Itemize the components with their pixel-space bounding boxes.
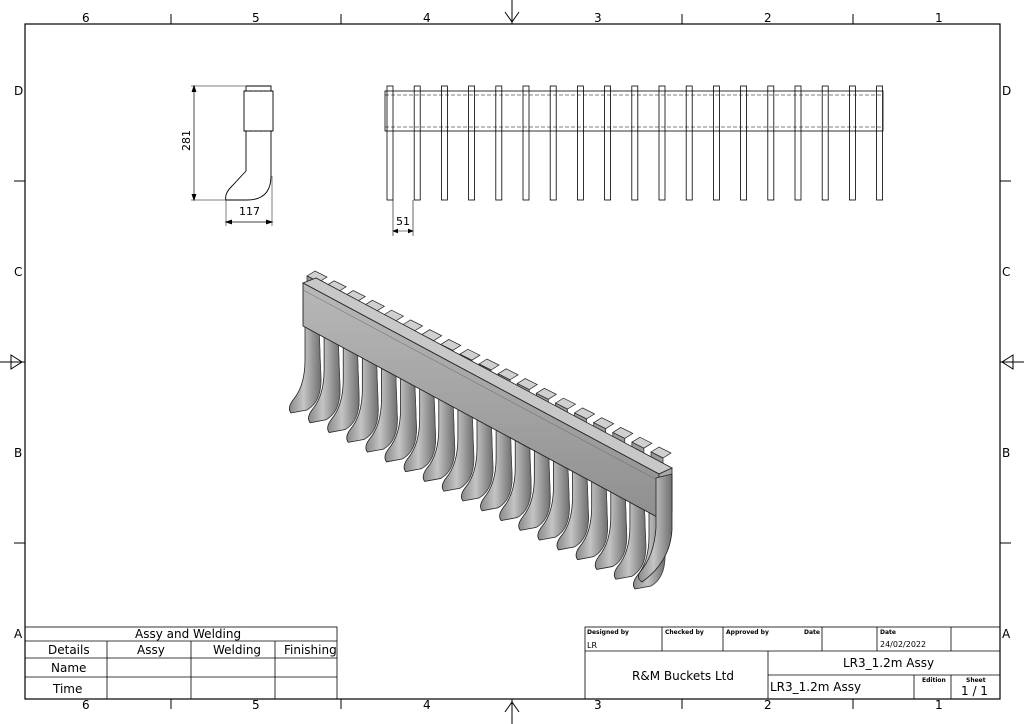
iso-tine-edge (497, 423, 513, 509)
zone-ticks (14, 14, 1011, 709)
col-label-bottom: 3 (594, 698, 602, 712)
front-tine (876, 85, 883, 201)
process-table-grid (24, 626, 338, 700)
iso-tine-edge (325, 335, 341, 421)
col-label-top: 5 (252, 11, 260, 25)
iso-tine-edge (478, 413, 494, 499)
edition-label: Edition (922, 677, 946, 684)
drawing-title: LR3_1.2m Assy (843, 656, 935, 670)
title-block-grid (584, 626, 1001, 700)
row-label-right: B (1002, 446, 1011, 460)
iso-tine-edge (421, 384, 436, 469)
iso-tine-edge (517, 433, 532, 518)
row-label-left: B (14, 446, 23, 460)
process-header-assy: Assy (137, 643, 165, 657)
sheet-label: Sheet (966, 677, 986, 684)
front-tine (713, 85, 720, 201)
front-tine (821, 85, 829, 201)
approved-by-label: Approved by (726, 629, 769, 636)
process-header-welding: Welding (213, 643, 262, 657)
process-header-finishing: Finishing (284, 643, 337, 657)
iso-tine-edge (306, 325, 322, 411)
front-beam (384, 90, 884, 132)
iso-tine-edge (631, 492, 647, 577)
drawing-name: LR3_1.2m Assy (770, 680, 862, 694)
front-tine (495, 85, 503, 201)
iso-tine-edge (555, 453, 570, 538)
process-table-title: Assy and Welding (135, 627, 242, 641)
front-tine (440, 85, 448, 201)
iso-beam-line (302, 289, 660, 482)
row-label-left: C (14, 265, 23, 279)
front-tine (386, 85, 394, 201)
front-tine (522, 85, 530, 201)
col-label-bottom: 2 (764, 698, 772, 712)
iso-front-tine (638, 473, 673, 583)
col-label-bottom: 5 (252, 698, 260, 712)
col-label-top: 4 (423, 11, 431, 25)
col-label-top: 6 (82, 11, 90, 25)
iso-tine-edge (536, 443, 551, 528)
process-header-details: Details (48, 643, 90, 657)
process-row-time: Time (53, 682, 83, 696)
front-tine (604, 85, 611, 201)
iso-tine-edge (402, 374, 417, 460)
col-label-bottom: 4 (423, 698, 431, 712)
sheet-value: 1 / 1 (961, 684, 988, 698)
row-label-right: A (1002, 627, 1011, 641)
dimension-height: 281 (180, 130, 193, 151)
col-label-top: 2 (764, 11, 772, 25)
front-tine (577, 85, 584, 201)
row-label-left: A (14, 627, 23, 641)
process-row-name: Name (51, 661, 87, 675)
designed-by-value: LR (587, 641, 598, 650)
iso-tine-edge (383, 365, 398, 450)
company-name: R&M Buckets Ltd (632, 669, 734, 683)
col-label-top: 1 (935, 11, 943, 25)
iso-tine-edge (612, 482, 628, 567)
row-label-right: D (1002, 84, 1012, 98)
front-tine (658, 85, 666, 201)
designed-by-label: Designed by (587, 629, 629, 636)
front-tine (849, 85, 856, 201)
isometric-view (289, 270, 673, 590)
front-tine (549, 85, 557, 201)
date-label: Date (880, 629, 896, 636)
dimension-tine-width: 51 (396, 215, 410, 228)
front-tine (767, 85, 775, 201)
iso-tine-edge (459, 404, 475, 489)
col-label-top: 3 (594, 11, 602, 25)
col-label-bottom: 1 (935, 698, 943, 712)
front-view (384, 85, 884, 201)
iso-tine-edge (440, 394, 456, 479)
date-value: 24/02/2022 (880, 640, 927, 649)
front-tine (685, 85, 693, 201)
iso-tine-edge (574, 462, 589, 548)
front-tine (631, 85, 639, 201)
iso-tine-edge (593, 472, 608, 557)
dimension-width: 117 (239, 205, 260, 218)
iso-tine-edge (345, 345, 360, 430)
front-tine (413, 85, 421, 201)
checked-by-label: Checked by (665, 629, 704, 636)
row-label-right: C (1002, 265, 1011, 279)
tine-width-dimension (392, 200, 414, 236)
side-view (191, 84, 274, 226)
col-label-bottom: 6 (82, 698, 90, 712)
iso-tine (289, 319, 322, 414)
approval-date-label: Date (804, 629, 820, 636)
row-label-left: D (14, 84, 24, 98)
front-tine (468, 85, 476, 201)
iso-tine-edge (364, 355, 379, 440)
front-tine (740, 85, 747, 201)
front-tine (794, 85, 802, 201)
